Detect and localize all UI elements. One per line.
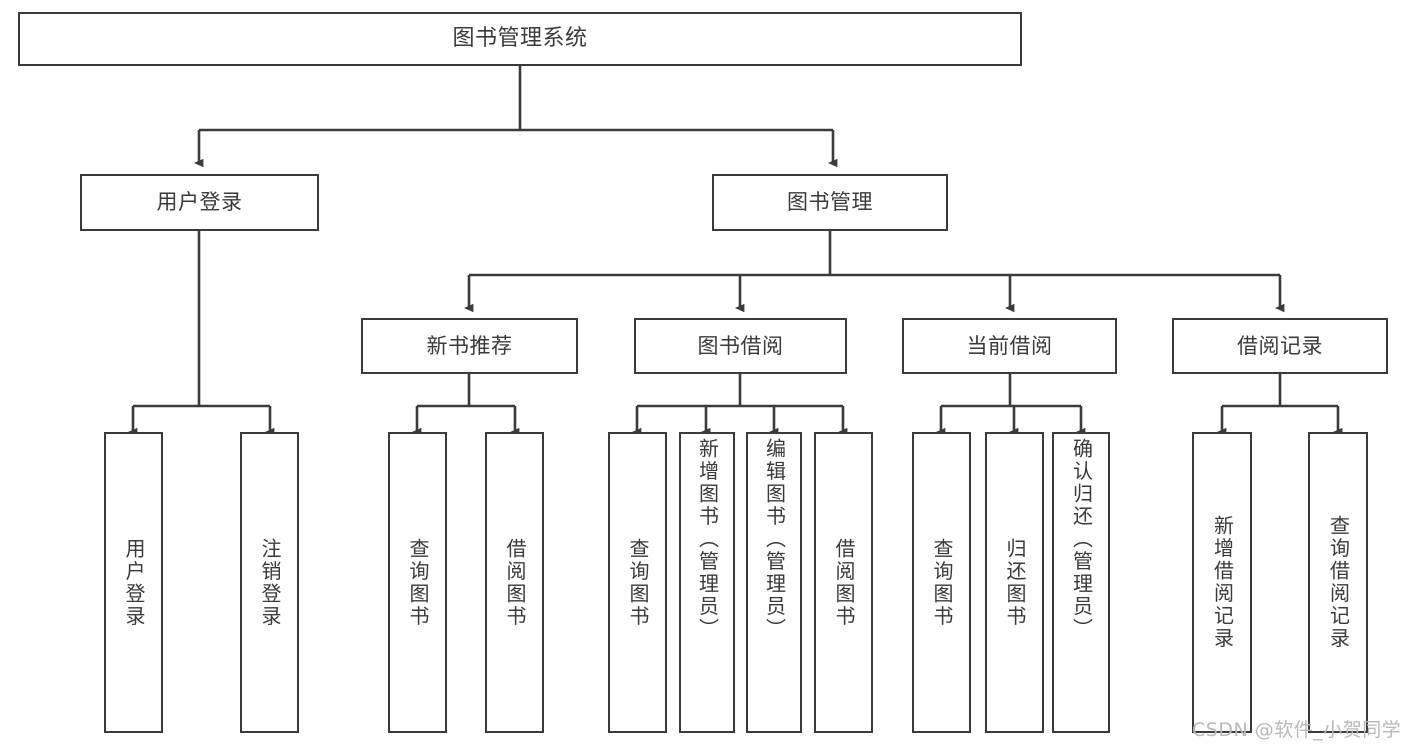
node-book-management[interactable]: 图书管理	[712, 174, 948, 231]
node-label: 查询图书	[930, 537, 954, 628]
node-label: 查询借阅记录	[1326, 515, 1351, 650]
node-user-login[interactable]: 用户登录	[80, 174, 319, 231]
node-label: 确认归还（管理员）	[1069, 438, 1094, 641]
leaf-logout[interactable]: 注销登录	[240, 432, 299, 733]
node-label: 注销登录	[258, 537, 282, 628]
watermark: CSDN @软件_小贺同学	[1192, 719, 1402, 741]
node-new-book-recommend[interactable]: 新书推荐	[361, 318, 578, 374]
leaf-edit-book[interactable]: 编辑图书（管理员）	[746, 432, 802, 733]
node-label: 新增图书（管理员）	[695, 438, 720, 641]
leaf-user-login[interactable]: 用户登录	[104, 432, 163, 733]
node-label: 图书管理系统	[452, 26, 588, 52]
node-label: 归还图书	[1003, 537, 1027, 628]
node-label: 新书推荐	[426, 333, 513, 358]
node-book-borrow[interactable]: 图书借阅	[634, 318, 847, 374]
leaf-query-book-current[interactable]: 查询图书	[912, 432, 971, 733]
node-label: 查询图书	[406, 537, 430, 628]
node-label: 编辑图书（管理员）	[762, 438, 787, 641]
leaf-query-borrow-record[interactable]: 查询借阅记录	[1308, 432, 1368, 733]
node-label: 新增借阅记录	[1210, 515, 1235, 650]
node-label: 用户登录	[156, 190, 243, 215]
node-current-borrow[interactable]: 当前借阅	[902, 318, 1117, 374]
node-label: 图书借阅	[697, 333, 784, 358]
node-label: 图书管理	[787, 190, 873, 215]
leaf-confirm-return[interactable]: 确认归还（管理员）	[1052, 432, 1110, 733]
node-label: 借阅记录	[1237, 333, 1323, 358]
node-label: 借阅图书	[832, 537, 856, 628]
leaf-borrow-book[interactable]: 借阅图书	[814, 432, 873, 733]
node-root-system[interactable]: 图书管理系统	[18, 12, 1022, 66]
node-label: 借阅图书	[503, 537, 527, 628]
leaf-borrow-book-recommend[interactable]: 借阅图书	[485, 432, 544, 733]
leaf-add-book[interactable]: 新增图书（管理员）	[679, 432, 735, 733]
leaf-query-book-borrow[interactable]: 查询图书	[608, 432, 667, 733]
node-label: 查询图书	[626, 537, 650, 628]
node-borrow-record[interactable]: 借阅记录	[1172, 318, 1388, 374]
leaf-query-book-recommend[interactable]: 查询图书	[388, 432, 447, 733]
leaf-add-borrow-record[interactable]: 新增借阅记录	[1192, 432, 1252, 733]
node-label: 当前借阅	[966, 333, 1053, 358]
leaf-return-book[interactable]: 归还图书	[985, 432, 1044, 733]
node-label: 用户登录	[122, 537, 146, 628]
